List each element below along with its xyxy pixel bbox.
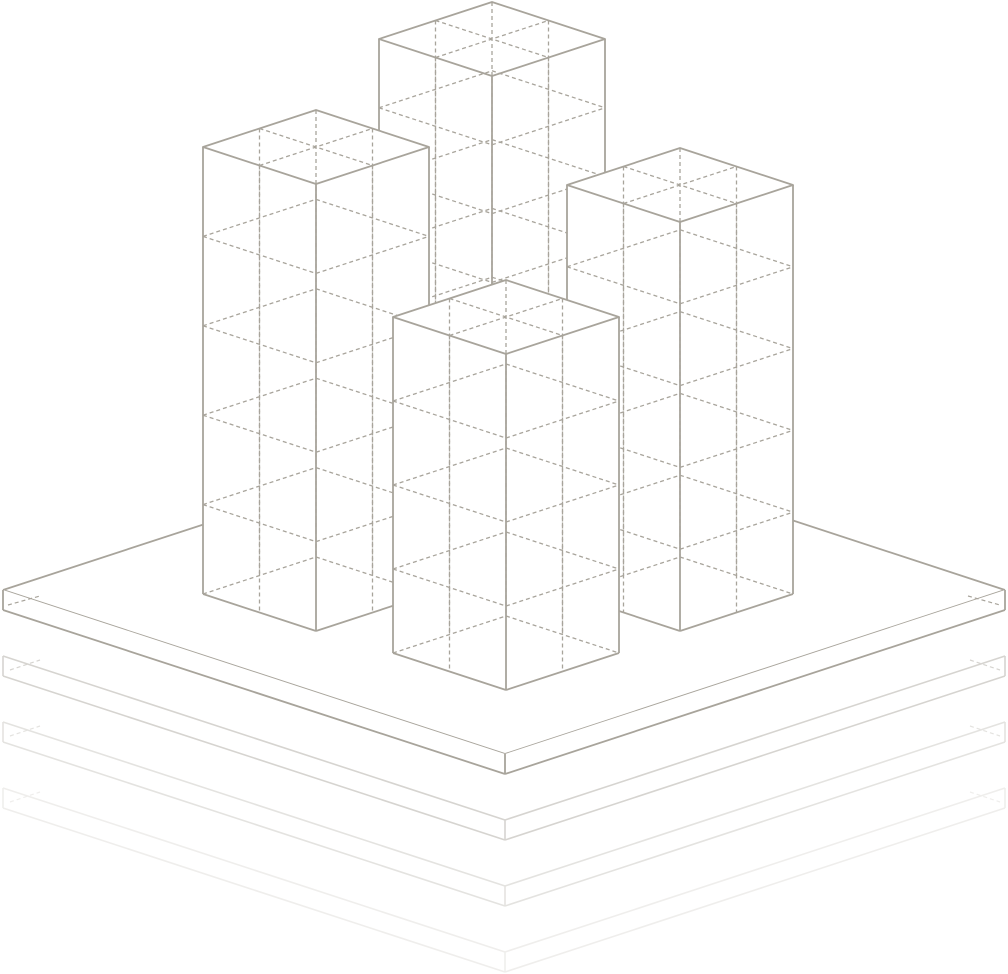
ghost-slab	[2, 787, 1006, 973]
ghost-slab	[2, 721, 1006, 907]
ghost-slab	[2, 655, 1006, 841]
base-reflection-layers	[2, 655, 1006, 973]
building-front-center	[392, 279, 620, 691]
